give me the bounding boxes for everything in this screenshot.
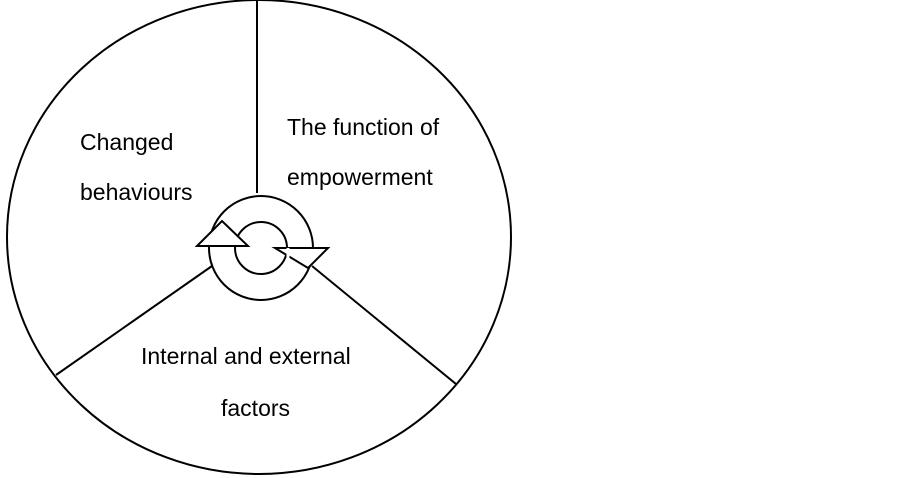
- cycle-arrows-icon: [194, 195, 331, 301]
- segment-label-line: behaviours: [80, 179, 193, 205]
- segment-label-line: Internal and external: [141, 343, 351, 369]
- segment-label-line: factors: [221, 395, 290, 421]
- segment-label-line: Changed: [80, 129, 173, 155]
- segment-label-line: empowerment: [287, 164, 433, 190]
- segment-internal-external-factors: Internal and external factors: [141, 343, 351, 421]
- segment-label-line: The function of: [287, 114, 440, 140]
- segment-function-of-empowerment: The function of empowerment: [287, 114, 440, 190]
- segment-changed-behaviours: Changed behaviours: [80, 129, 193, 205]
- divider-lower-left: [55, 265, 213, 376]
- divider-lower-right: [311, 265, 457, 385]
